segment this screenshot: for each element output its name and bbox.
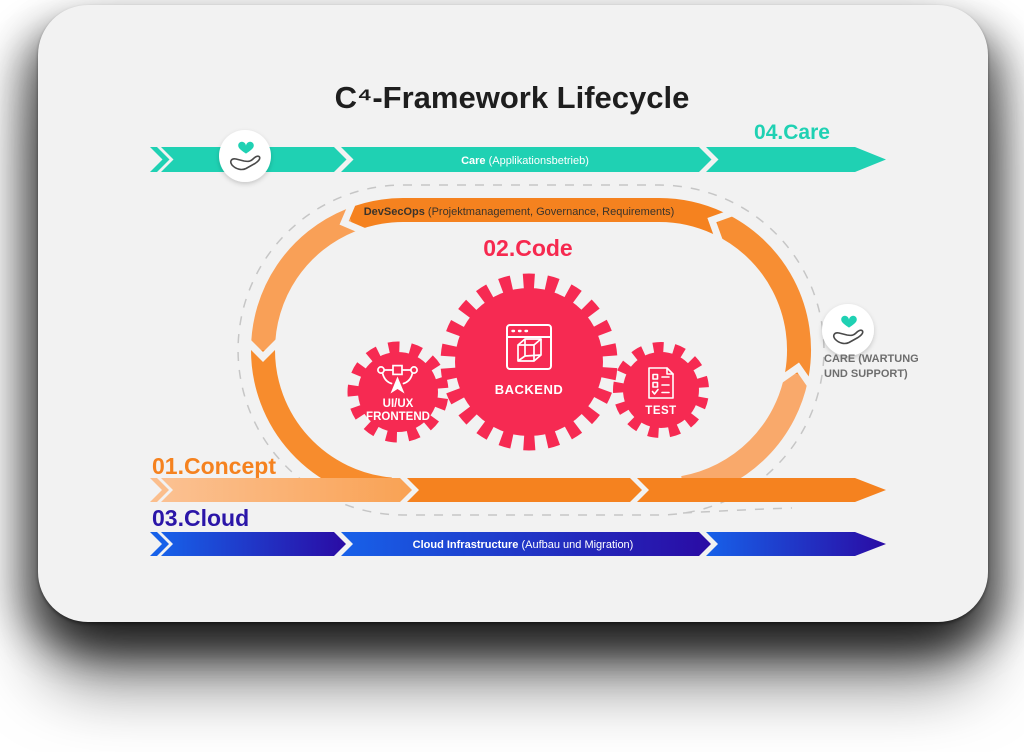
gear-body — [623, 352, 699, 428]
care-support-label-line1: CARE (WARTUNG — [824, 353, 919, 365]
checklist-icon — [648, 367, 674, 399]
cloud-band-segment-arrowhead — [706, 532, 886, 556]
hand-heart-icon — [229, 141, 261, 171]
devsecops-band-label: DevSecOps (Projektmanagement, Governance… — [364, 206, 675, 218]
loop-chevron-top-right — [707, 209, 735, 243]
badge-circle — [822, 304, 874, 356]
loop-left-upper-arc — [251, 209, 356, 351]
gear-body — [455, 288, 603, 436]
cloud-band-segment — [161, 532, 346, 556]
devsecops-loop-outline — [237, 184, 825, 516]
care-band: 04.Care Care (Applikationsbetrieb) — [150, 121, 886, 182]
care-badge-left — [219, 130, 271, 182]
loop-top-segment — [346, 197, 724, 235]
hand-heart-icon — [832, 315, 864, 345]
devsecops-label-bold: DevSecOps — [364, 206, 425, 218]
cloud-band-start-chevron — [150, 532, 169, 556]
stage-label-concept: 01.Concept — [152, 453, 276, 479]
gear-teeth — [440, 273, 618, 451]
gear-test: TEST — [613, 342, 709, 438]
gear-backend-label: BACKEND — [495, 382, 564, 397]
concept-band-segment — [161, 478, 412, 502]
loop-right-upper-arc — [712, 212, 811, 377]
devsecops-label-rest: (Projektmanagement, Governance, Requirem… — [425, 206, 674, 218]
care-band-label: Care (Applikationsbetrieb) — [461, 155, 589, 167]
cloud-band-segment — [341, 532, 711, 556]
gear-frontend-label-line2: FRONTEND — [366, 411, 430, 423]
gear-backend: BACKEND — [440, 273, 618, 451]
badge-circle — [219, 130, 271, 182]
gear-frontend-label-line1: UI/UX — [383, 398, 414, 410]
concept-band-segment-arrowhead — [637, 478, 886, 502]
concept-band-segment — [407, 478, 642, 502]
cloud-band-label-rest: (Aufbau und Migration) — [518, 539, 633, 551]
gear-frontend: UI/UX FRONTEND — [347, 341, 449, 443]
gear-teeth — [347, 341, 449, 443]
care-band-segment-arrowhead — [706, 147, 886, 172]
concept-band: 01.Concept — [150, 453, 886, 502]
stage-label-care: 04.Care — [754, 121, 830, 144]
gear-teeth — [613, 342, 709, 438]
cloud-band: 03.Cloud Cloud Infrastructure (Aufbau un… — [150, 505, 886, 556]
loop-chevron-top-left — [339, 200, 367, 235]
care-support-badge: CARE (WARTUNG UND SUPPORT) — [822, 304, 919, 380]
concept-band-start-chevron — [150, 478, 169, 502]
loop-chevron-left — [244, 338, 282, 362]
stage-label-code: 02.Code — [483, 235, 572, 261]
loop-right-lower-arc — [680, 371, 809, 500]
gear-test-label: TEST — [645, 405, 676, 417]
care-band-label-bold: Care — [461, 155, 485, 167]
care-band-segment — [341, 147, 712, 172]
pen-tool-icon — [377, 364, 418, 394]
stage-label-cloud: 03.Cloud — [152, 505, 249, 531]
browser-cube-icon — [506, 324, 552, 370]
care-band-label-rest: (Applikationsbetrieb) — [486, 155, 589, 167]
care-band-start-chevron — [150, 147, 170, 172]
loop-chevron-right — [777, 362, 814, 388]
care-support-label-line2: UND SUPPORT) — [824, 368, 908, 380]
cloud-band-label-bold: Cloud Infrastructure — [413, 539, 519, 551]
cloud-band-label: Cloud Infrastructure (Aufbau und Migrati… — [413, 539, 634, 551]
page-title: C⁴-Framework Lifecycle — [335, 80, 690, 115]
